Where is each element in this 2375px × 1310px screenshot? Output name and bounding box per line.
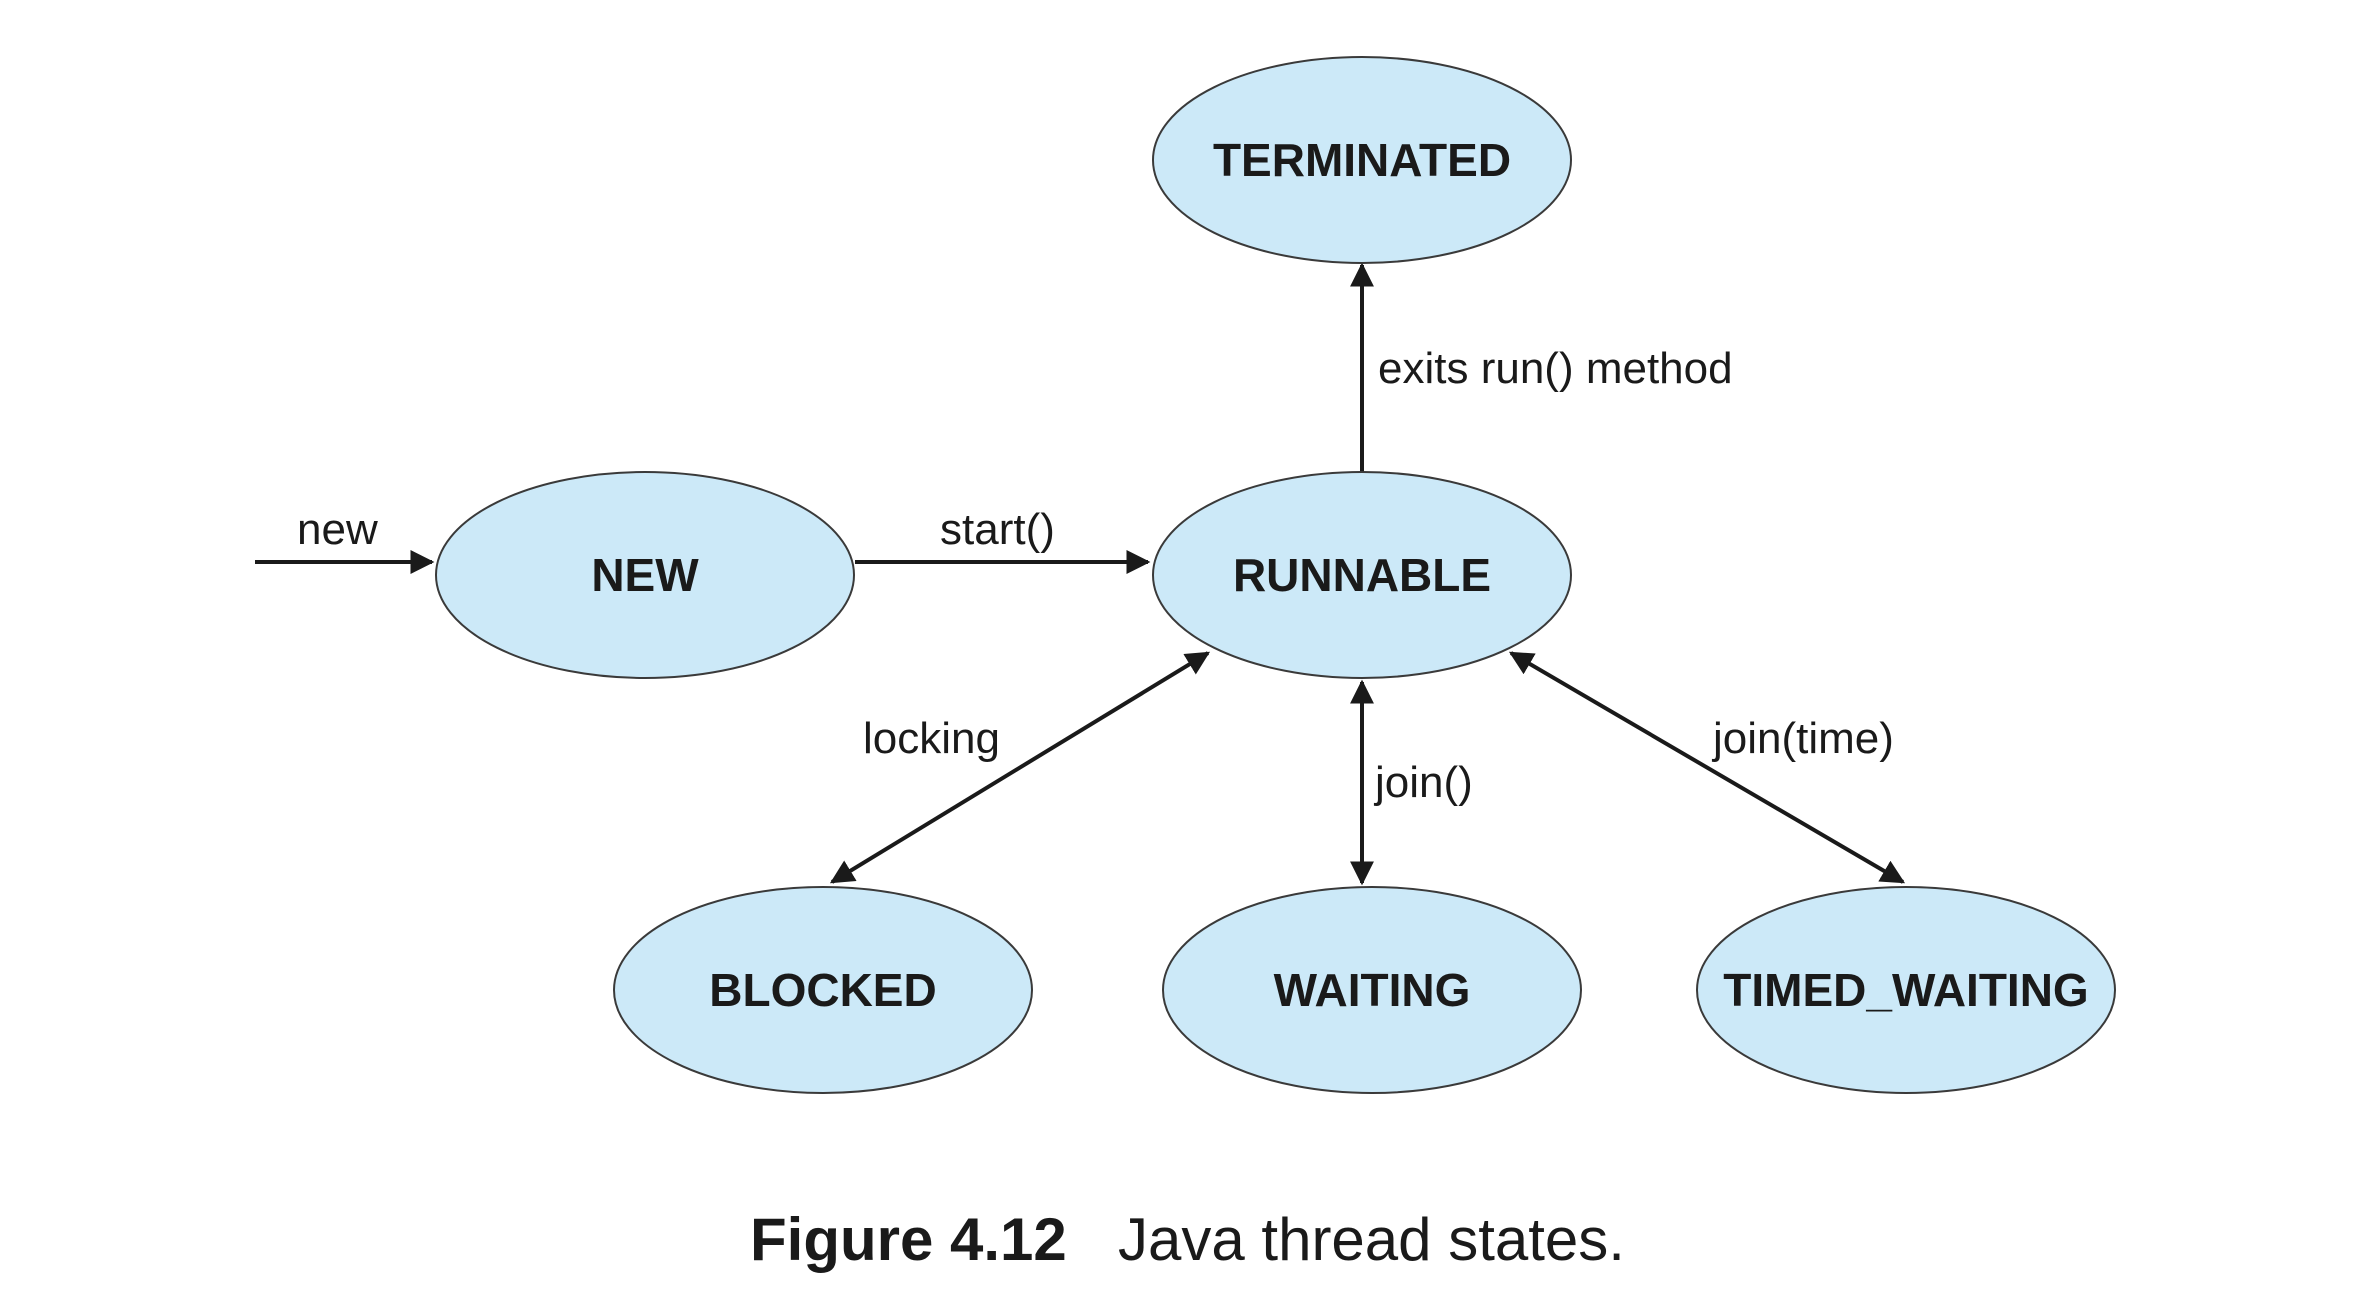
state-waiting-label: WAITING [1274, 964, 1471, 1016]
state-timed-waiting-label: TIMED_WAITING [1723, 964, 2088, 1016]
label-exits-run: exits run() method [1378, 344, 1733, 393]
caption-text: Java thread states. [1118, 1206, 1625, 1273]
figure-caption: Figure 4.12 Java thread states. [750, 1206, 1625, 1273]
state-terminated-label: TERMINATED [1213, 134, 1511, 186]
state-new-label: NEW [591, 549, 699, 601]
edge-runnable-timed-waiting [1508, 651, 1906, 884]
state-timed-waiting: TIMED_WAITING [1696, 886, 2116, 1094]
state-runnable: RUNNABLE [1152, 471, 1572, 679]
state-terminated: TERMINATED [1152, 56, 1572, 264]
state-waiting: WAITING [1162, 886, 1582, 1094]
edge-runnable-blocked [829, 651, 1211, 884]
caption-number: Figure 4.12 [750, 1206, 1067, 1273]
label-new: new [297, 505, 378, 554]
label-join-time: join(time) [1711, 714, 1894, 763]
label-start: start() [940, 505, 1055, 554]
label-locking: locking [863, 714, 1000, 763]
state-blocked: BLOCKED [613, 886, 1033, 1094]
label-join: join() [1373, 758, 1473, 807]
state-new: NEW [435, 471, 855, 679]
state-blocked-label: BLOCKED [709, 964, 936, 1016]
state-runnable-label: RUNNABLE [1233, 549, 1491, 601]
